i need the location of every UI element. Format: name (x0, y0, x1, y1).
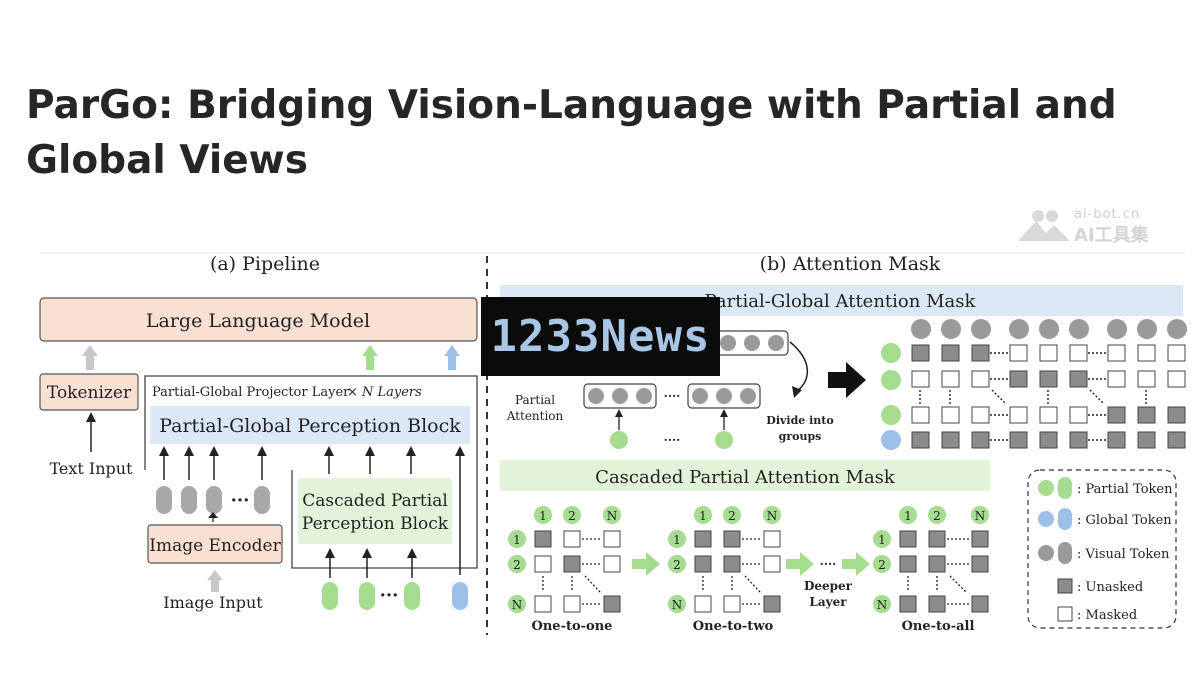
mountain-logo-icon (1018, 210, 1070, 241)
divide-label-1: Divide into (766, 414, 833, 427)
legend-global: : Global Token (1077, 513, 1172, 528)
arrow-right-green-icon (632, 552, 660, 576)
text-input-label: Text Input (49, 459, 133, 478)
col-2-c: 2 (933, 509, 941, 523)
arrow-up-gray-icon (82, 345, 98, 370)
col-1-b: 1 (699, 509, 707, 523)
arrow-right-icon (828, 362, 866, 398)
partial-token-pills (322, 582, 420, 610)
dots-2: ···· (664, 433, 681, 447)
matrix-one-to-one (508, 506, 621, 613)
partial-label-1: Partial (515, 393, 555, 407)
pipeline-heading: (a) Pipeline (210, 253, 320, 275)
times-sign: × (347, 385, 358, 400)
legend-visual-swatch (1038, 542, 1072, 564)
arrow-right-green-icon-2 (786, 552, 814, 576)
row-2-b: 2 (673, 558, 681, 572)
cascaded-label-2: Perception Block (302, 514, 449, 534)
dots-1: ···· (664, 389, 681, 403)
tokenizer-box (39, 373, 139, 411)
projector-layer-label: Partial-Global Projector Layer (152, 385, 350, 400)
col-2-b: 2 (728, 509, 736, 523)
legend-partial: : Partial Token (1077, 482, 1173, 497)
legend-box (1027, 469, 1177, 629)
legend-unmasked-swatch (1057, 578, 1073, 594)
col-n-c: N (975, 509, 986, 523)
row-1: 1 (513, 533, 521, 547)
divide-label-2: groups (779, 430, 822, 443)
page-title: ParGo: Bridging Vision-Language with Par… (26, 83, 1117, 183)
matrix-one-to-all (873, 506, 989, 613)
arrow-up-image-icon (207, 570, 223, 592)
partial-token-ellipsis: ··· (380, 585, 399, 606)
perception-block-label: Partial-Global Perception Block (159, 415, 461, 437)
legend-partial-swatch (1038, 477, 1072, 499)
arrow-up-green-icon (362, 345, 378, 370)
cascaded-mask-band (500, 460, 990, 491)
one-to-all-label: One-to-all (902, 619, 975, 634)
one-to-one-label: One-to-one (532, 619, 613, 634)
image-encoder-box (147, 524, 283, 564)
matrix-one-to-two (668, 506, 781, 613)
arrow-right-green-icon-3 (842, 552, 870, 576)
one-to-two-label: One-to-two (693, 619, 774, 634)
col-2: 2 (568, 509, 576, 523)
image-encoder-label: Image Encoder (149, 536, 281, 556)
row-2: 2 (513, 558, 521, 572)
token-ellipsis: ··· (231, 490, 250, 511)
cascaded-label-1: Cascaded Partial (302, 491, 448, 511)
row-n-c: N (877, 598, 888, 612)
watermark-domain: ai-bot.cn (1074, 207, 1141, 222)
image-input-label: Image Input (163, 593, 263, 612)
pg-mask-matrix (881, 319, 1187, 450)
cascaded-block (298, 478, 452, 544)
col-n: N (607, 509, 618, 523)
visual-token-pills (156, 486, 270, 514)
col-1: 1 (539, 509, 547, 523)
deeper-label-1: Deeper (804, 579, 853, 593)
tokenizer-label: Tokenizer (47, 383, 132, 403)
n-layers-label: N Layers (361, 385, 422, 400)
row-n-b: N (672, 598, 683, 612)
pg-mask-label: Partial-Global Attention Mask (705, 291, 977, 312)
deeper-label-2: Layer (809, 595, 847, 609)
cascaded-mask-label: Cascaded Partial Attention Mask (595, 467, 896, 488)
col-1-c: 1 (904, 509, 912, 523)
legend-visual: : Visual Token (1077, 547, 1170, 562)
global-token-pill (452, 582, 468, 610)
legend-masked-swatch (1057, 606, 1073, 622)
row-n: N (512, 598, 523, 612)
perception-block (150, 406, 470, 444)
attention-heading: (b) Attention Mask (760, 253, 941, 275)
legend-unmasked: : Unasked (1077, 580, 1143, 595)
legend-masked: : Masked (1077, 608, 1137, 623)
llm-label: Large Language Model (146, 310, 370, 332)
deeper-dots: ···· (820, 557, 837, 571)
partial-label-2: Attention (506, 409, 564, 423)
projector-frame (144, 375, 478, 569)
llm-box (39, 297, 478, 342)
row-1-b: 1 (673, 533, 681, 547)
ai-bot-watermark: ai-bot.cn AI工具集 (1016, 207, 1176, 246)
news-watermark: 1233News (481, 297, 720, 376)
row-1-c: 1 (878, 533, 886, 547)
col-n-b: N (767, 509, 778, 523)
watermark-name: AI工具集 (1074, 225, 1149, 246)
row-2-c: 2 (878, 558, 886, 572)
legend-global-swatch (1038, 508, 1072, 530)
arrow-up-blue-icon (444, 345, 460, 370)
